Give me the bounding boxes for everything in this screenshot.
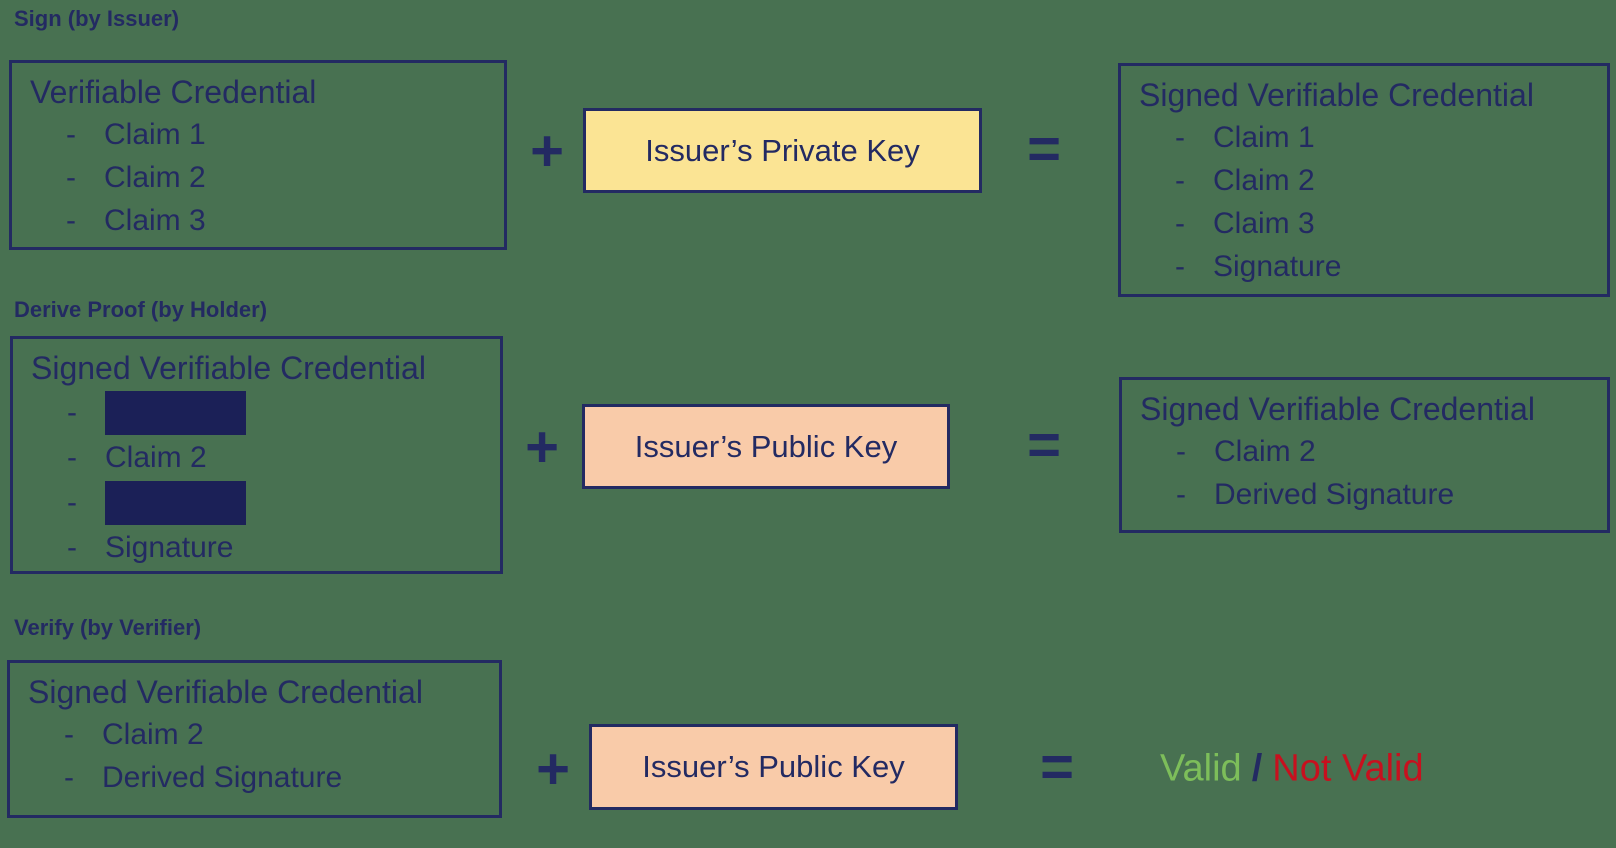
signed-credential-redacted-box: Signed Verifiable Credential - - Claim 2… [10,336,503,574]
derived-credential-box: Signed Verifiable Credential - Claim 2 -… [1119,377,1610,533]
claim-item: - Signature [31,526,490,569]
bullet-dash: - [67,396,77,429]
claim-label: Claim 2 [1214,435,1316,468]
claim-item: - Claim 2 [28,713,489,756]
bullet-dash: - [64,718,74,751]
claim-label: Derived Signature [1214,478,1455,511]
claim-label: Claim 2 [104,161,206,194]
claim-label: Claim 2 [105,441,207,474]
plus-operator: + [525,414,559,480]
verification-result: Valid/Not Valid [1160,748,1424,791]
plus-operator: + [536,736,570,802]
key-label: Issuer’s Public Key [642,749,905,784]
verifiable-credential-box: Verifiable Credential - Claim 1 - Claim … [9,60,507,250]
bullet-dash: - [1175,164,1185,197]
box-title: Signed Verifiable Credential [28,674,423,710]
equals-operator: = [1027,412,1061,478]
key-label: Issuer’s Private Key [645,132,920,168]
bullet-dash: - [67,531,77,564]
claim-label: Derived Signature [102,761,343,794]
claim-label: Claim 2 [1213,164,1315,197]
claim-item: - Claim 3 [1139,202,1597,245]
redacted-claim-block [105,390,246,435]
key-label: Issuer’s Public Key [634,428,898,464]
plus-operator: + [530,118,564,184]
bullet-dash: - [1175,121,1185,154]
claim-item: - Claim 1 [1139,116,1597,159]
box-title: Signed Verifiable Credential [1140,391,1535,427]
bullet-dash: - [1176,435,1186,468]
claim-item: - Claim 3 [30,199,494,242]
claim-item: - Claim 2 [1139,159,1597,202]
claim-item: - Derived Signature [28,756,489,799]
signed-credential-box: Signed Verifiable Credential - Claim 1 -… [1118,63,1610,297]
box-title: Signed Verifiable Credential [31,350,426,386]
claim-label: Signature [105,531,234,564]
issuer-private-key-box: Issuer’s Private Key [583,108,982,193]
result-separator: / [1251,747,1263,790]
bullet-dash: - [67,486,77,519]
claim-label: Claim 3 [1213,207,1315,240]
bullet-dash: - [1176,478,1186,511]
bullet-dash: - [67,441,77,474]
claim-item: - Claim 2 [31,436,490,479]
box-title: Signed Verifiable Credential [1139,77,1534,113]
bullet-dash: - [64,761,74,794]
claim-label: Claim 1 [104,118,206,151]
claim-label: Claim 2 [102,718,204,751]
claim-item-redacted: - [31,389,490,436]
claim-item-redacted: - [31,479,490,526]
section-heading-sign: Sign (by Issuer) [14,6,180,31]
claim-item: - Signature [1139,245,1597,288]
bullet-dash: - [1175,250,1185,283]
issuer-public-key-box: Issuer’s Public Key [589,724,958,810]
claim-item: - Claim 1 [30,113,494,156]
section-heading-derive-proof: Derive Proof (by Holder) [14,297,268,322]
equals-operator: = [1027,116,1061,182]
bullet-dash: - [66,118,76,151]
redacted-claim-block [105,480,246,525]
bullet-dash: - [1175,207,1185,240]
not-valid-label: Not Valid [1272,747,1424,790]
bullet-dash: - [66,161,76,194]
issuer-public-key-box: Issuer’s Public Key [582,404,950,489]
claim-item: - Claim 2 [1140,430,1597,473]
claim-item: - Derived Signature [1140,473,1597,516]
claim-item: - Claim 2 [30,156,494,199]
claim-label: Claim 3 [104,204,206,237]
box-title: Verifiable Credential [30,74,317,110]
presented-credential-box: Signed Verifiable Credential - Claim 2 -… [7,660,502,818]
section-heading-verify: Verify (by Verifier) [14,615,202,640]
claim-label: Claim 1 [1213,121,1315,154]
valid-label: Valid [1160,747,1242,790]
claim-label: Signature [1213,250,1342,283]
bullet-dash: - [66,204,76,237]
equals-operator: = [1040,734,1074,800]
